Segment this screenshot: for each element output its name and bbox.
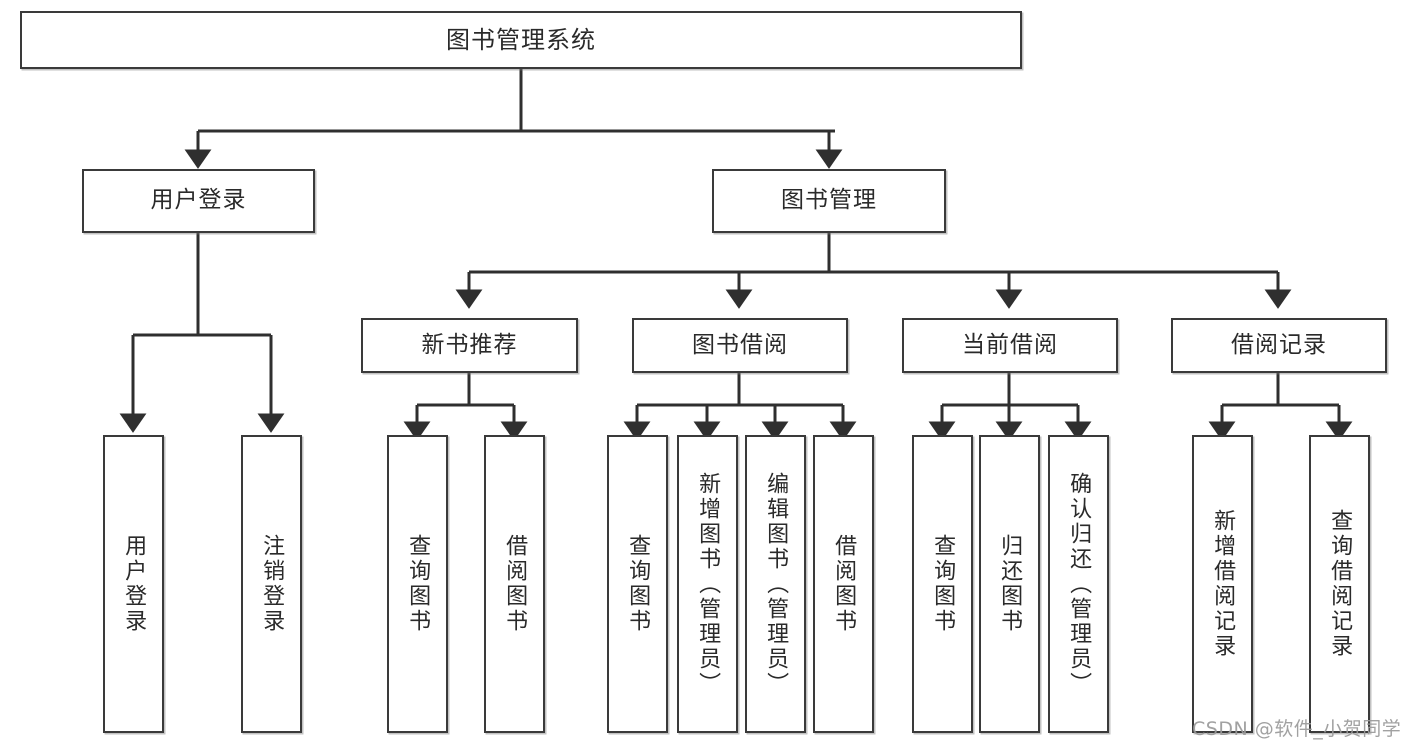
node-label: 查询图书 bbox=[930, 534, 956, 634]
node-root-book-management-system[interactable]: 图书管理系统 bbox=[20, 11, 1022, 69]
node-borrow-record[interactable]: 借阅记录 bbox=[1171, 318, 1387, 373]
node-label: 图书借阅 bbox=[692, 331, 788, 358]
leaf-return-book[interactable]: 归还图书 bbox=[979, 435, 1040, 733]
node-label: 编辑图书（管理员） bbox=[763, 471, 789, 697]
leaf-add-book-admin[interactable]: 新增图书（管理员） bbox=[677, 435, 738, 733]
leaf-query-book-borrow[interactable]: 查询图书 bbox=[607, 435, 668, 733]
node-user-login[interactable]: 用户登录 bbox=[82, 169, 315, 233]
node-label: 查询图书 bbox=[405, 534, 431, 634]
node-label: 确认归还（管理员） bbox=[1066, 471, 1092, 697]
node-label: 注销登录 bbox=[259, 534, 285, 634]
node-label: 查询借阅记录 bbox=[1327, 509, 1353, 659]
leaf-user-login[interactable]: 用户登录 bbox=[103, 435, 164, 733]
node-current-borrow[interactable]: 当前借阅 bbox=[902, 318, 1118, 373]
node-label: 新增图书（管理员） bbox=[695, 471, 721, 697]
node-label: 图书管理 bbox=[781, 187, 877, 214]
leaf-query-borrow-record[interactable]: 查询借阅记录 bbox=[1309, 435, 1370, 733]
node-label: 借阅图书 bbox=[502, 534, 528, 634]
node-label: 当前借阅 bbox=[962, 331, 1058, 358]
leaf-add-borrow-record[interactable]: 新增借阅记录 bbox=[1192, 435, 1253, 733]
leaf-edit-book-admin[interactable]: 编辑图书（管理员） bbox=[745, 435, 806, 733]
leaf-query-book-current[interactable]: 查询图书 bbox=[912, 435, 973, 733]
node-label: 用户登录 bbox=[150, 187, 247, 214]
node-new-book-recommend[interactable]: 新书推荐 bbox=[361, 318, 578, 373]
node-label: 借阅记录 bbox=[1231, 331, 1327, 358]
node-label: 新书推荐 bbox=[421, 331, 518, 358]
node-label: 图书管理系统 bbox=[446, 25, 596, 54]
node-label: 归还图书 bbox=[997, 534, 1023, 634]
leaf-borrow-book[interactable]: 借阅图书 bbox=[813, 435, 874, 733]
leaf-borrow-book-recommend[interactable]: 借阅图书 bbox=[484, 435, 545, 733]
leaf-confirm-return-admin[interactable]: 确认归还（管理员） bbox=[1048, 435, 1109, 733]
node-label: 新增借阅记录 bbox=[1210, 509, 1236, 659]
node-label: 借阅图书 bbox=[831, 534, 857, 634]
csdn-watermark: CSDN @软件_小贺同学 bbox=[1192, 718, 1402, 740]
leaf-query-book-recommend[interactable]: 查询图书 bbox=[387, 435, 448, 733]
node-book-management[interactable]: 图书管理 bbox=[712, 169, 946, 233]
node-label: 用户登录 bbox=[121, 534, 147, 634]
node-label: 查询图书 bbox=[625, 534, 651, 634]
node-book-borrow[interactable]: 图书借阅 bbox=[632, 318, 848, 373]
leaf-user-logout[interactable]: 注销登录 bbox=[241, 435, 302, 733]
